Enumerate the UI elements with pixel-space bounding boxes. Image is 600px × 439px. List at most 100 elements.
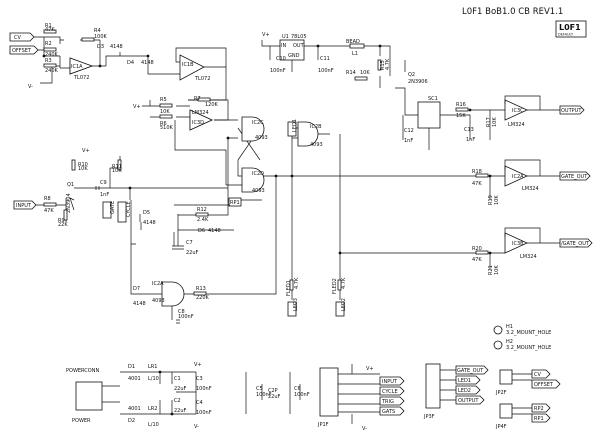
c13-ref: C13 — [464, 127, 474, 133]
r13-value: 220K — [196, 295, 210, 301]
jp4f-connector: JP4F — [495, 403, 513, 430]
r21-ref: R21 — [488, 265, 494, 275]
jp1-cycle-flag: CYCLE — [379, 386, 405, 396]
ic1a-ref: IC1A — [71, 64, 83, 70]
ic3d-ref: IC3D — [192, 120, 204, 126]
led-flag-upper: LED1 — [287, 119, 298, 137]
c12-value: 1nF — [404, 138, 413, 144]
lr1-ref: LR1 — [148, 364, 157, 370]
vplus-q1: V+ — [82, 148, 90, 154]
ic2c-gate: IC2C 4093 — [241, 116, 268, 142]
c2p-value: 22uF — [268, 394, 281, 400]
r7-ref: R7 — [194, 96, 201, 102]
ic2a-nand-gate: IC2A 4093 — [152, 281, 185, 307]
q1-value: 2N3904 — [66, 193, 72, 213]
c5-value: 100nF — [256, 392, 272, 398]
ic2d-ref: IC2D — [252, 171, 264, 177]
logo-box: L0F1 DEFAULT — [555, 20, 587, 38]
rp1-flag-mid: RP1 — [228, 197, 242, 207]
c2p-ref: C2P — [268, 388, 278, 394]
r20-ref: R20 — [472, 246, 482, 252]
u1-pin-out: OUT — [293, 43, 305, 49]
jp2f-ref: JP2F — [495, 390, 507, 396]
d7-ref: D7 — [133, 286, 140, 292]
r19-value: 10K — [494, 195, 500, 205]
led2-flag-label: LED2 — [341, 298, 347, 311]
q2-value: 2N3906 — [408, 79, 428, 85]
jp3-led2-label: LED2 — [458, 388, 471, 394]
c7-ref: C7 — [186, 240, 193, 246]
ic3b-value: LM324 — [520, 254, 537, 260]
jp1f-ref: JP1F — [317, 422, 329, 428]
gate-flag: GATE — [102, 201, 116, 219]
jp2-cv-flag: CV — [531, 369, 551, 379]
c4-ref: C4 — [196, 400, 203, 406]
ic3b-ref: IC3B — [512, 241, 524, 247]
lr1-value: L/10 — [148, 376, 159, 382]
ic1a-value: TL072 — [73, 75, 89, 81]
cv-port: CV — [9, 32, 35, 42]
jp3-led1-label: LED1 — [458, 378, 471, 384]
r17-value: 10K — [492, 117, 498, 127]
gate-out-label: GATE_OUT — [561, 174, 588, 180]
r18-ref: R18 — [472, 169, 482, 175]
d1-ref: D1 — [128, 364, 135, 370]
u1-regulator: IN OUT GND U1 78L05 — [279, 34, 307, 61]
fled1-value: 4.7K — [294, 277, 300, 289]
powerconn-ref: POWERCONN — [66, 368, 99, 374]
h2-ref: H2 — [506, 339, 513, 345]
power-connector: POWERCONN POWER — [66, 368, 103, 424]
c11-value: 100nF — [318, 68, 334, 74]
jp1-gats-label: GATS — [382, 409, 395, 415]
offset-label: OFFSET — [12, 48, 32, 54]
ic2a-ref: IC2A — [512, 174, 524, 180]
d3-value: 4148 — [110, 44, 123, 50]
c13-value: 1nF — [466, 137, 475, 143]
r11-value: 10K — [112, 168, 122, 174]
u1-ref: U1 — [282, 34, 289, 40]
lr2-value: L/10 — [148, 422, 159, 428]
jp1-cycle-label: CYCLE — [382, 389, 398, 395]
d2-value: 4001 — [128, 406, 141, 412]
vminus-jp1: V- — [362, 426, 367, 432]
c6-ref: C6 — [294, 386, 301, 392]
c2-value: 22uF — [174, 408, 187, 414]
jp1f-connector: JP1F — [317, 367, 339, 428]
c4-value: 100nF — [196, 410, 212, 416]
sc1-block: SC1 — [417, 96, 441, 129]
c8-ref: C8 — [178, 309, 185, 315]
r12-ref: R12 — [197, 207, 207, 213]
vplus-power: V+ — [194, 362, 202, 368]
d4-value: 4148 — [141, 60, 154, 66]
r16-value: 15K — [456, 113, 466, 119]
jp3-gate-out-flag: GATE_OUT — [455, 365, 489, 375]
r3-value: 240K — [45, 68, 59, 74]
jp4-rp1-label: RP1 — [534, 416, 544, 422]
jp2f-connector: JP2F — [495, 369, 513, 396]
r8-value: 47K — [44, 208, 54, 214]
ic3c-value: LM324 — [508, 122, 525, 128]
q2-ref: Q2 — [408, 72, 415, 78]
u1-pin-in: IN — [281, 43, 286, 49]
gate-out-port: GATE_OUT — [559, 171, 591, 181]
h1-value: 3.2_MOUNT_HOLE — [506, 330, 551, 336]
r5-value: 10K — [160, 109, 170, 115]
r4-value: 100K — [94, 34, 108, 40]
jp4f-ref: JP4F — [495, 424, 507, 430]
vplus-reg: V+ — [262, 32, 270, 38]
ic1a-symbol — [69, 57, 94, 75]
led2-flag: LED2 — [335, 298, 347, 317]
d3-ref: D3 — [97, 44, 104, 50]
d6-value: 4148 — [208, 228, 221, 234]
r7-value: 120K — [205, 102, 219, 108]
c5-ref: C5 — [256, 386, 263, 392]
c9-ref: C9 — [100, 180, 107, 186]
c10-value: 100nF — [270, 68, 286, 74]
vminus-label-1: V- — [28, 84, 33, 90]
r2-ref: R2 — [45, 41, 52, 47]
jp1-trig-flag: TRIG — [379, 396, 405, 406]
vplus-ic3d: V+ — [133, 104, 141, 110]
cycle-flag: CYCLE — [117, 201, 132, 223]
mount-hole-h1: H1 3.2_MOUNT_HOLE — [493, 324, 551, 336]
jp4-rp2-flag: RP2 — [531, 403, 551, 413]
